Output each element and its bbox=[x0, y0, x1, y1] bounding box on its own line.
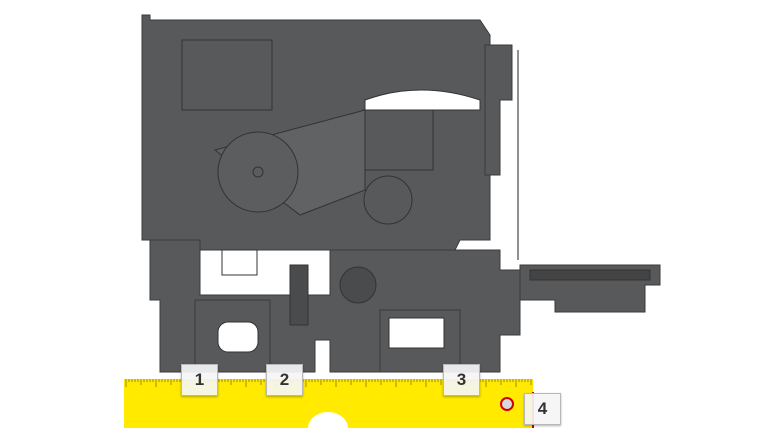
arc-cutout bbox=[364, 89, 481, 111]
machine-right-arm bbox=[484, 44, 513, 176]
callout-4[interactable]: 4 bbox=[524, 393, 561, 425]
window-cutout bbox=[221, 249, 258, 276]
panel-outline bbox=[181, 39, 273, 111]
gear-wheel bbox=[339, 266, 377, 304]
pulley-wheel bbox=[217, 131, 299, 213]
tray-rail bbox=[529, 269, 651, 281]
pulley-hub bbox=[252, 166, 264, 178]
window-cutout bbox=[388, 317, 445, 349]
marker-circle-icon[interactable] bbox=[500, 397, 514, 411]
callout-3[interactable]: 3 bbox=[443, 364, 480, 396]
window-cutout bbox=[217, 321, 259, 353]
callout-1[interactable]: 1 bbox=[181, 364, 218, 396]
callout-2[interactable]: 2 bbox=[266, 364, 303, 396]
ruler-body bbox=[124, 379, 533, 428]
spring-assembly bbox=[289, 264, 309, 326]
motor-circle bbox=[363, 175, 413, 225]
